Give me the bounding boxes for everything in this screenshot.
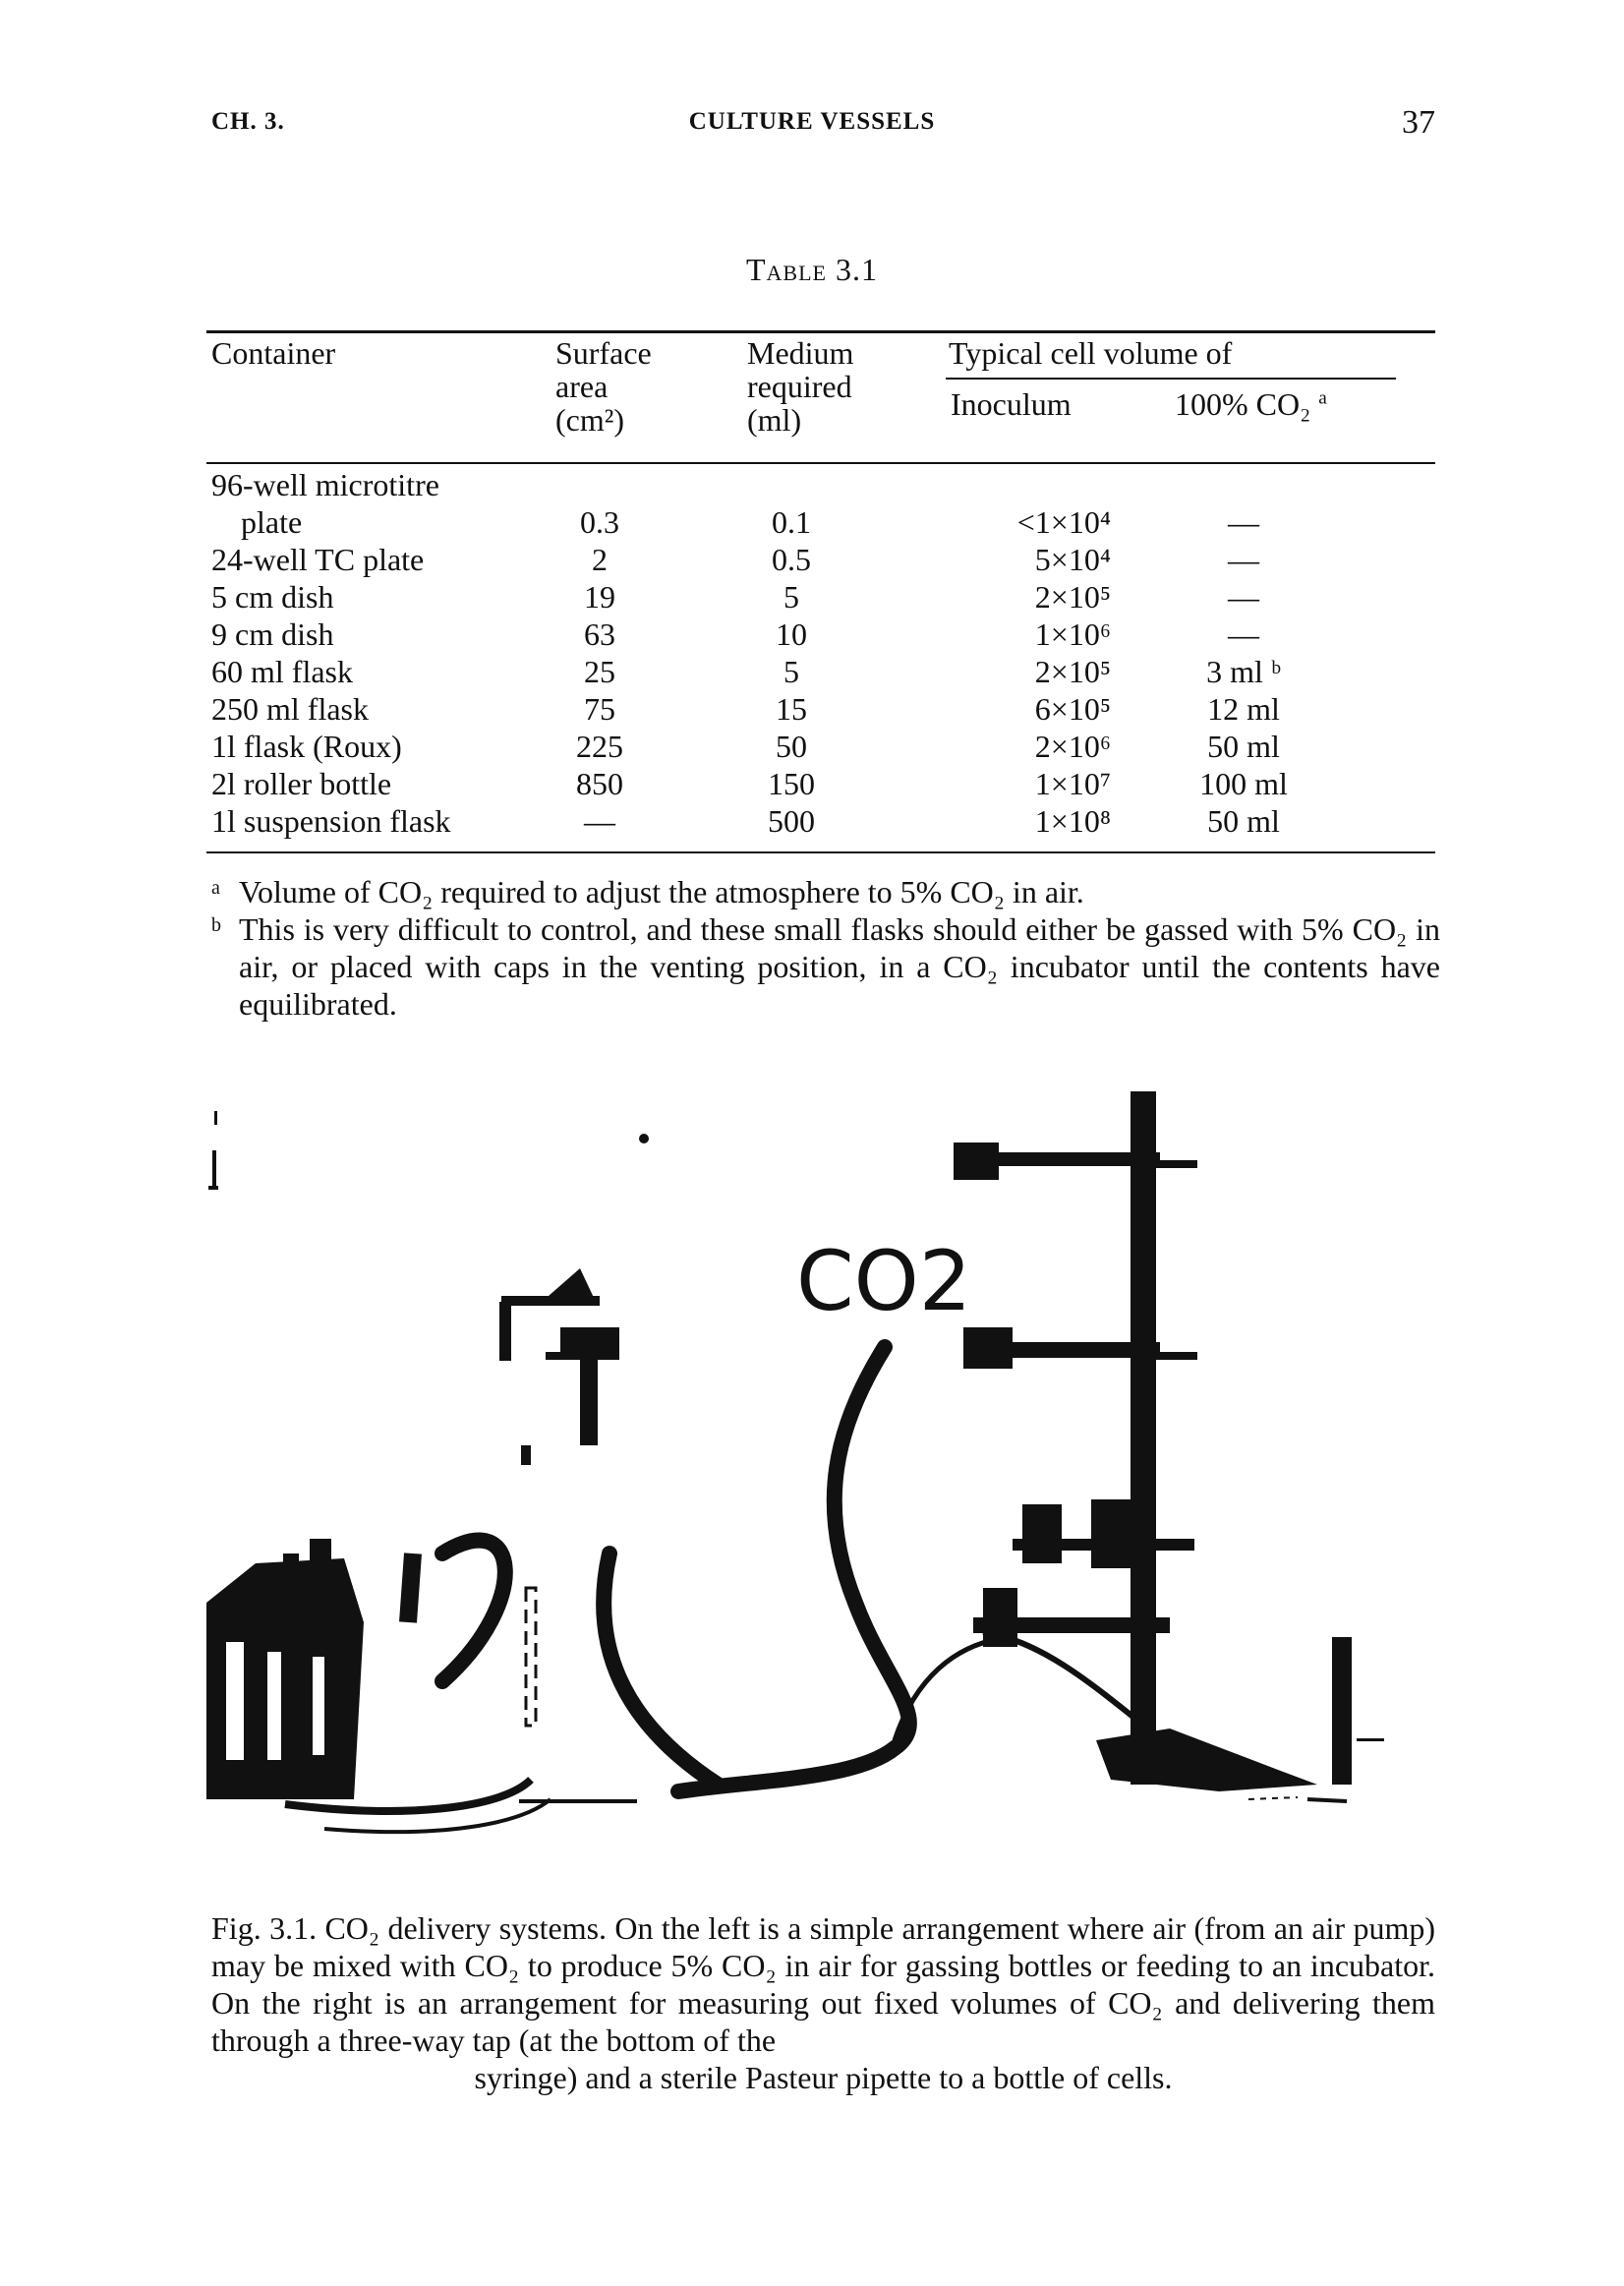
data-table: Container Surface area (cm²) Medium requ… [206, 330, 1435, 861]
footnote-mark: b [211, 914, 221, 936]
chapter-title: CULTURE VESSELS [688, 108, 936, 135]
header-inoculum: Inoculum [951, 386, 1072, 422]
cell-medium: 10 [776, 616, 807, 652]
header-surface-area: Surface area (cm²) [555, 336, 652, 437]
header-group-rule [946, 378, 1396, 380]
chapter-label: CH. 3. [211, 108, 285, 135]
table-title: Table 3.1 [746, 252, 878, 287]
footnote-text: Volume of CO₂ required to adjust the atm… [239, 874, 1084, 909]
figure-caption: Fig. 3.1. CO₂ delivery systems. On the l… [211, 1909, 1435, 2096]
table-row: 2l roller bottle 850 150 1×10⁷ 100 ml [206, 765, 1435, 802]
table-row: plate 0.3 0.1 <1×10⁴ — [206, 503, 1435, 541]
cell-inoculum: 2×10⁵ [1034, 654, 1111, 689]
table-row: 96-well microtitre [206, 466, 1435, 503]
cell-co2: — [1228, 542, 1259, 577]
header-typical-cell-volume: Typical cell volume of [949, 335, 1233, 371]
cell-inoculum: <1×10⁴ [1016, 504, 1111, 540]
cell-inoculum: 1×10⁸ [1034, 803, 1111, 839]
table-row: 5 cm dish 19 5 2×10⁵ — [206, 578, 1435, 615]
cell-container: 2l roller bottle [211, 766, 392, 801]
running-header: CH. 3. CULTURE VESSELS 37 [0, 104, 1624, 147]
header-medium-line1: Medium [747, 335, 854, 371]
header-medium-line3: (ml) [747, 402, 802, 438]
cell-surface: 850 [576, 766, 623, 801]
cell-container: plate [241, 504, 303, 540]
cell-surface: — [584, 803, 615, 839]
header-co2-label: 100% CO₂ [1175, 386, 1311, 422]
cell-co2: 100 ml [1199, 766, 1288, 801]
cell-inoculum: 5×10⁴ [1034, 542, 1111, 577]
co2-label: CO2 [796, 1233, 971, 1329]
cell-co2: — [1228, 504, 1259, 540]
header-medium-required: Medium required (ml) [747, 336, 853, 437]
cell-container: 24-well TC plate [211, 542, 425, 577]
header-co2-footnote-mark: a [1318, 387, 1327, 409]
cell-inoculum: 1×10⁷ [1034, 766, 1111, 801]
header-co2: 100% CO₂ a [1175, 387, 1327, 421]
cell-medium: 15 [776, 691, 807, 727]
cell-medium: 0.5 [772, 542, 811, 577]
cell-surface: 63 [584, 616, 615, 652]
cell-medium: 50 [776, 729, 807, 764]
header-medium-line2: required [747, 369, 852, 404]
footnote-text: This is very difficult to control, and t… [239, 911, 1440, 1022]
cell-inoculum: 1×10⁶ [1034, 616, 1111, 652]
cell-inoculum: 6×10⁵ [1034, 691, 1111, 727]
table-row: 9 cm dish 63 10 1×10⁶ — [206, 615, 1435, 653]
table-row: 1l suspension flask — 500 1×10⁸ 50 ml [206, 802, 1435, 840]
cell-surface: 75 [584, 691, 615, 727]
page-number: 37 [1402, 104, 1435, 141]
retort-stand-rod [1131, 1091, 1156, 1785]
cell-medium: 0.1 [772, 504, 811, 540]
table-top-rule [206, 330, 1435, 333]
cell-inoculum: 2×10⁵ [1034, 579, 1111, 615]
table-row: 60 ml flask 25 5 2×10⁵ 3 ml ᵇ [206, 653, 1435, 690]
caption-last-line: syringe) and a sterile Pasteur pipette t… [474, 2060, 1173, 2095]
cell-co2: — [1228, 616, 1259, 652]
cell-surface: 2 [592, 542, 608, 577]
cell-container: 1l suspension flask [211, 803, 451, 839]
table-header-rule [206, 462, 1435, 464]
header-container: Container [211, 335, 336, 371]
cell-inoculum: 2×10⁶ [1034, 729, 1111, 764]
table-row: 24-well TC plate 2 0.5 5×10⁴ — [206, 541, 1435, 578]
cell-medium: 500 [768, 803, 815, 839]
cell-co2: — [1228, 579, 1259, 615]
header-surface-line1: Surface [555, 335, 652, 371]
co2-apparatus-photo: CO2 [206, 1091, 1384, 1835]
table-row: 250 ml flask 75 15 6×10⁵ 12 ml [206, 690, 1435, 728]
caption-body: Fig. 3.1. CO₂ delivery systems. On the l… [211, 1910, 1435, 2058]
footnote-a: a Volume of CO₂ required to adjust the a… [211, 873, 1440, 910]
cell-surface: 19 [584, 579, 615, 615]
cell-surface: 0.3 [580, 504, 619, 540]
cell-medium: 5 [783, 579, 799, 615]
header-surface-line3: (cm²) [555, 402, 624, 438]
cell-co2: 3 ml ᵇ [1206, 654, 1281, 689]
cell-co2: 50 ml [1207, 803, 1280, 839]
cell-container: 1l flask (Roux) [211, 729, 402, 764]
cell-surface: 25 [584, 654, 615, 689]
footnote-mark: a [211, 877, 220, 899]
table-bottom-rule [206, 851, 1435, 853]
header-surface-line2: area [555, 369, 609, 404]
cell-co2: 50 ml [1207, 729, 1280, 764]
cell-medium: 150 [768, 766, 815, 801]
table-row: 1l flask (Roux) 225 50 2×10⁶ 50 ml [206, 728, 1435, 765]
footnote-b: b This is very difficult to control, and… [211, 910, 1440, 1023]
cell-container: 96-well microtitre [211, 467, 439, 502]
cell-medium: 5 [783, 654, 799, 689]
cell-container: 250 ml flask [211, 691, 369, 727]
cell-co2: 12 ml [1207, 691, 1280, 727]
cell-container: 9 cm dish [211, 616, 334, 652]
cell-container: 60 ml flask [211, 654, 353, 689]
cell-container: 5 cm dish [211, 579, 334, 615]
cell-surface: 225 [576, 729, 623, 764]
